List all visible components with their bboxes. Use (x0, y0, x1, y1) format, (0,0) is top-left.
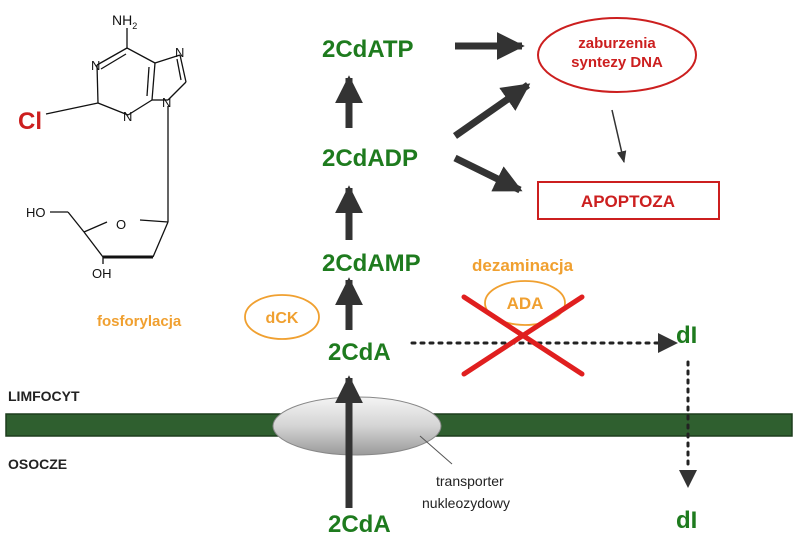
dck-ellipse (244, 294, 320, 340)
ada-ellipse (484, 280, 566, 326)
di-plasma-label: dI (676, 507, 697, 534)
n3-label: N (123, 109, 132, 124)
arrow-adp-to-dna (452, 82, 531, 139)
transporter-label-line1: transporter (436, 473, 504, 489)
ada-label: ADA (507, 294, 544, 313)
dck-label: dCK (266, 310, 299, 327)
transporter-label-line2: nukleozydowy (422, 495, 510, 511)
molecule-labels: NH2 Cl N N N N HO O OH (18, 12, 184, 281)
transporter-pointer (419, 435, 453, 465)
ho-label: HO (26, 205, 46, 220)
arrow-dna-to-apoptoza (611, 109, 627, 164)
osocze-label: OSOCZE (8, 456, 67, 472)
apoptoza-box (537, 181, 720, 220)
dezaminacja-label: dezaminacja (472, 256, 574, 275)
arrow-deamination-head (658, 333, 678, 353)
pathway-arrows (335, 32, 531, 508)
cdamp-label: 2CdAMP (322, 250, 421, 277)
di-inside-label: dI (676, 322, 697, 349)
cdatp-label: 2CdATP (322, 36, 414, 63)
dna-synthesis-disruption-ellipse (537, 17, 697, 93)
apoptoza-label: APOPTOZA (581, 192, 675, 211)
n1-label: N (91, 58, 100, 73)
arrow-di-efflux-head (679, 470, 697, 488)
n9-label: N (162, 95, 171, 110)
dna-line1: zaburzenia (578, 35, 656, 52)
arrow-adp-to-apoptoza (453, 154, 523, 194)
cda-plasma-label: 2CdA (328, 511, 391, 538)
fosforylacja-label: fosforylacja (97, 313, 182, 330)
dna-line2: syntezy DNA (571, 54, 663, 71)
cda-inside-label: 2CdA (328, 339, 391, 366)
cl-label: Cl (18, 108, 42, 135)
n7-label: N (175, 45, 184, 60)
cdadp-label: 2CdADP (322, 145, 418, 172)
nucleoside-transporter (272, 396, 442, 456)
inhibition-cross-icon (461, 294, 585, 377)
cladribine-structure (45, 28, 187, 264)
nh2-label: NH2 (112, 12, 137, 31)
ring-oxygen-label: O (116, 217, 126, 232)
oh-label: OH (92, 266, 112, 281)
limfocyt-label: LIMFOCYT (8, 388, 80, 404)
